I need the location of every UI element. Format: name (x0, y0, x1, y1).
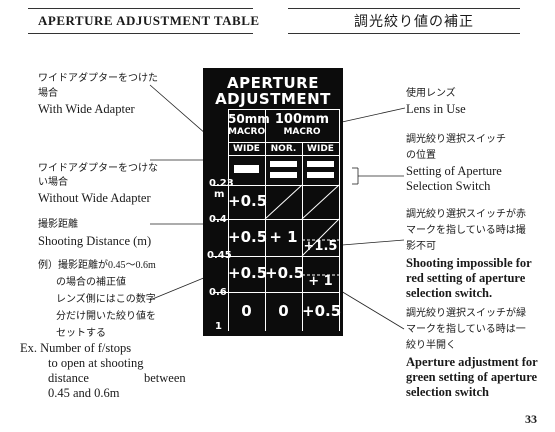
wide-label-en: With Wide Adapter (38, 102, 135, 116)
switch-indicator-nor-100-a (270, 161, 297, 167)
example-jp-4: 分だけ開いた絞り値を (56, 311, 156, 322)
example-en-2: to open at shooting (48, 356, 144, 370)
grid-row-3 (213, 292, 339, 293)
cell-r4-c1: 0 (241, 302, 252, 320)
green-label-jp-3: 絞り半開く (406, 340, 456, 351)
red-label-jp-1: 調光絞り選択スイッチが赤 (406, 209, 526, 220)
example-en-1: Ex. Number of f/stops (20, 341, 132, 355)
cell-r3-c2: +0.5 (265, 264, 305, 282)
distance-0-unit: m (214, 189, 225, 200)
switch-indicator-wide-50 (234, 165, 259, 173)
green-label-jp-2: マークを指している時は一 (406, 324, 526, 335)
aperture-adjustment-panel: APERTURE ADJUSTMENT 50mm MACRO 100mm MAC… (203, 68, 343, 336)
example-jp-1: 例）撮影距離が0.45～0.6m (38, 260, 156, 271)
col-nor-100: NOR. (270, 144, 297, 154)
grid-switch-line (228, 155, 339, 156)
grid-right-line (339, 109, 340, 331)
lens-100-label: 100mm (274, 112, 330, 127)
distance-3: 0.6 (209, 287, 227, 298)
example-en-3a: distance (48, 371, 89, 385)
distance-0: 0.23 (209, 178, 234, 189)
panel-title-1: APERTURE (227, 74, 319, 92)
distance-1: 0.4 (209, 214, 227, 225)
switch-label-jp-1: 調光絞り選択スイッチ (406, 134, 506, 145)
grid-top-line (228, 109, 339, 110)
green-label-en-2: green setting of aperture (406, 370, 538, 384)
example-jp-5: セットする (56, 328, 106, 339)
nowide-label-jp-2: い場合 (38, 177, 68, 188)
header-underline-right (288, 33, 520, 34)
inapplicable-diagonals (264, 184, 340, 276)
red-label-en-1: Shooting impossible for (406, 256, 532, 270)
page-number: 33 (525, 412, 537, 426)
switch-indicator-wide-100-a (307, 161, 334, 167)
cell-r4-c2: 0 (278, 302, 289, 320)
red-label-jp-2: マークを指している時は撮 (406, 225, 526, 236)
wide-label-jp-2: 場合 (38, 88, 58, 99)
green-label-jp-1: 調光絞り選択スイッチが緑 (406, 308, 526, 319)
grid-left-line (228, 109, 229, 331)
cell-r2-c2: + 1 (269, 228, 298, 246)
wide-label-jp-1: ワイドアダプターをつけた (38, 73, 158, 84)
grid-lens-line (228, 142, 339, 143)
header-title-jp: 調光絞り値の補正 (354, 15, 474, 30)
header-title-en: APERTURE ADJUSTMENT TABLE (38, 13, 260, 28)
nowide-label-jp-1: ワイドアダプターをつけな (38, 163, 158, 174)
header-rule-left (28, 8, 253, 9)
lens-100-sub: MACRO (283, 127, 321, 137)
lens-label-en: Lens in Use (406, 102, 466, 116)
example-en-4: 0.45 and 0.6m (48, 386, 120, 400)
example-jp-3: レンズ側にはこの数字 (56, 294, 156, 305)
col-wide-100: WIDE (307, 144, 334, 154)
cell-r1-c1: +0.5 (228, 192, 268, 210)
cell-r3-c1: +0.5 (228, 264, 268, 282)
green-label-en-1: Aperture adjustment for (406, 355, 538, 369)
cell-r4-c3: +0.5 (302, 302, 342, 320)
panel-title-2: ADJUSTMENT (215, 90, 331, 108)
switch-label-en-2: Selection Switch (406, 179, 491, 193)
grid-row-2 (213, 256, 339, 257)
distance-4: 1 (215, 321, 222, 332)
switch-label-jp-2: の位置 (406, 150, 436, 161)
nowide-label-en: Without Wide Adapter (38, 191, 151, 205)
grid-divider-50-100 (265, 109, 266, 331)
green-label-en-3: selection switch (406, 385, 489, 399)
grid-row-1 (213, 219, 339, 220)
red-label-en-3: selection switch. (406, 286, 493, 300)
switch-indicator-nor-100-b (270, 172, 297, 178)
header-underline-left (28, 33, 253, 34)
distance-label-jp: 撮影距離 (38, 219, 78, 230)
grid-divider-nor-wide (302, 142, 303, 331)
red-label-jp-3: 影不可 (406, 241, 436, 252)
header-rule-right (288, 8, 520, 9)
cell-r3-c3: + 1 (308, 274, 333, 289)
distance-2: 0.45 (207, 250, 232, 261)
distance-label-en: Shooting Distance (m) (38, 234, 152, 248)
example-en-3b: between (144, 371, 186, 385)
col-wide-50: WIDE (233, 144, 260, 154)
lens-label-jp: 使用レンズ (406, 88, 456, 99)
switch-label-en-1: Setting of Aperture (406, 164, 502, 178)
cell-r2-c1: +0.5 (228, 228, 268, 246)
red-label-en-2: red setting of aperture (406, 271, 526, 285)
lens-50-label: 50mm (228, 112, 270, 126)
cell-r2-c3: +1.5 (303, 239, 338, 254)
grid-row-0 (213, 185, 339, 186)
example-jp-2: の場合の補正値 (56, 277, 126, 288)
lens-50-sub: MACRO (228, 127, 266, 137)
switch-indicator-wide-100-b (307, 172, 334, 178)
